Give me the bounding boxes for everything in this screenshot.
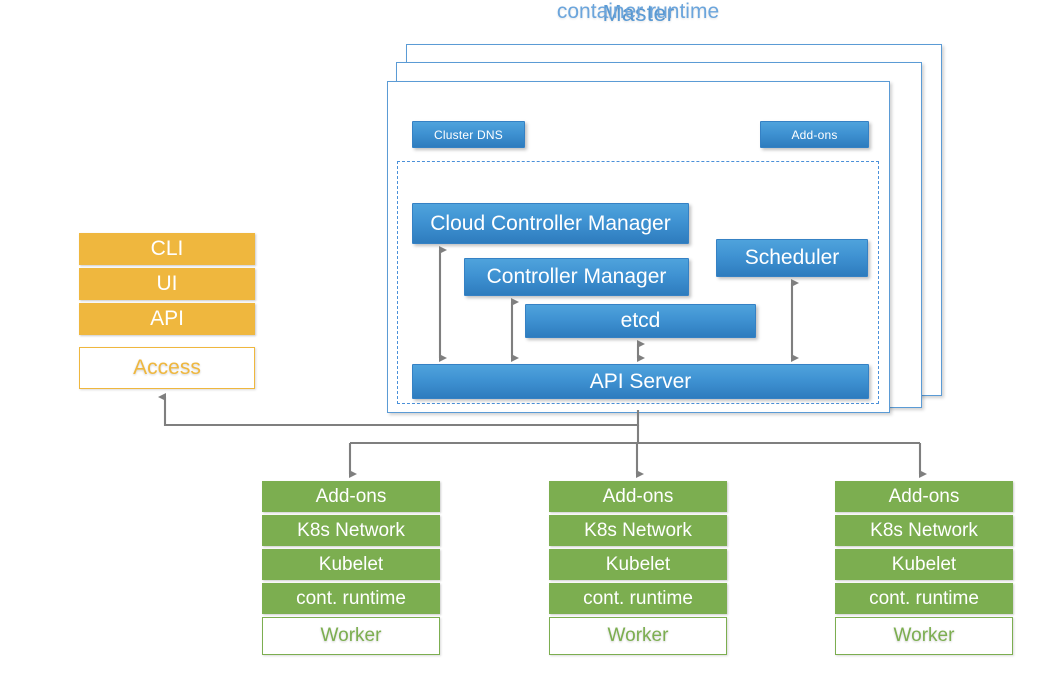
worker-3-layer-kubelet[interactable]: Kubelet xyxy=(835,549,1013,580)
master-addons-box[interactable]: Add-ons xyxy=(760,121,869,148)
worker-3-layer-k8s-network[interactable]: K8s Network xyxy=(835,515,1013,546)
access-item-api[interactable]: API xyxy=(79,303,255,335)
worker-1-layer-kubelet[interactable]: Kubelet xyxy=(262,549,440,580)
worker-1-layer-k8s-network[interactable]: K8s Network xyxy=(262,515,440,546)
cluster-dns-box[interactable]: Cluster DNS xyxy=(412,121,525,148)
access-footer: Access xyxy=(79,347,255,389)
scheduler-box[interactable]: Scheduler xyxy=(716,239,868,277)
worker-2-layer-cont-runtime[interactable]: cont. runtime xyxy=(549,583,727,614)
worker-3-footer: Worker xyxy=(835,617,1013,655)
worker-3-layer-cont-runtime[interactable]: cont. runtime xyxy=(835,583,1013,614)
worker-2-layer-addons[interactable]: Add-ons xyxy=(549,481,727,512)
etcd-box[interactable]: etcd xyxy=(525,304,756,338)
container-runtime-title: container runtime xyxy=(556,0,720,23)
worker-2-layer-kubelet[interactable]: Kubelet xyxy=(549,549,727,580)
controller-manager-box[interactable]: Controller Manager xyxy=(464,258,689,296)
access-item-cli[interactable]: CLI xyxy=(79,233,255,265)
worker-1-footer: Worker xyxy=(262,617,440,655)
worker-1-layer-addons[interactable]: Add-ons xyxy=(262,481,440,512)
cloud-controller-manager-box[interactable]: Cloud Controller Manager xyxy=(412,203,689,244)
access-item-ui[interactable]: UI xyxy=(79,268,255,300)
api-server-box[interactable]: API Server xyxy=(412,364,869,399)
worker-2-layer-k8s-network[interactable]: K8s Network xyxy=(549,515,727,546)
worker-2-footer: Worker xyxy=(549,617,727,655)
worker-1-layer-cont-runtime[interactable]: cont. runtime xyxy=(262,583,440,614)
worker-3-layer-addons[interactable]: Add-ons xyxy=(835,481,1013,512)
master-title: Master xyxy=(602,0,675,26)
